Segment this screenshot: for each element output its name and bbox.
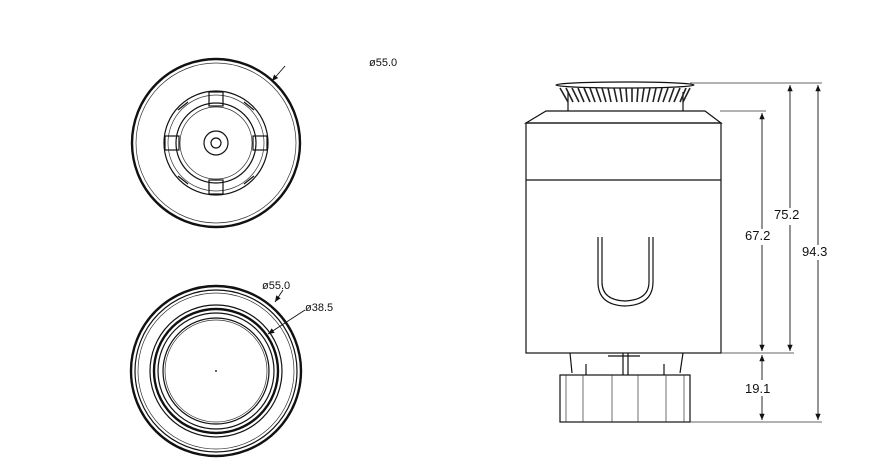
top-view-diameter-label: ø55.0 [369,57,398,69]
bottom-view [129,284,306,458]
side-view [523,81,822,423]
height-without-adapter-label: 75.2 [774,207,800,222]
bottom-view-inner-diameter-label: ø38.5 [305,302,334,314]
adapter-height-label: 19.1 [745,381,771,396]
body-height-label: 67.2 [745,228,771,243]
total-height-label: 94.3 [802,244,828,259]
bottom-view-outer-diameter-label: ø55.0 [262,280,291,292]
top-view [130,57,302,229]
